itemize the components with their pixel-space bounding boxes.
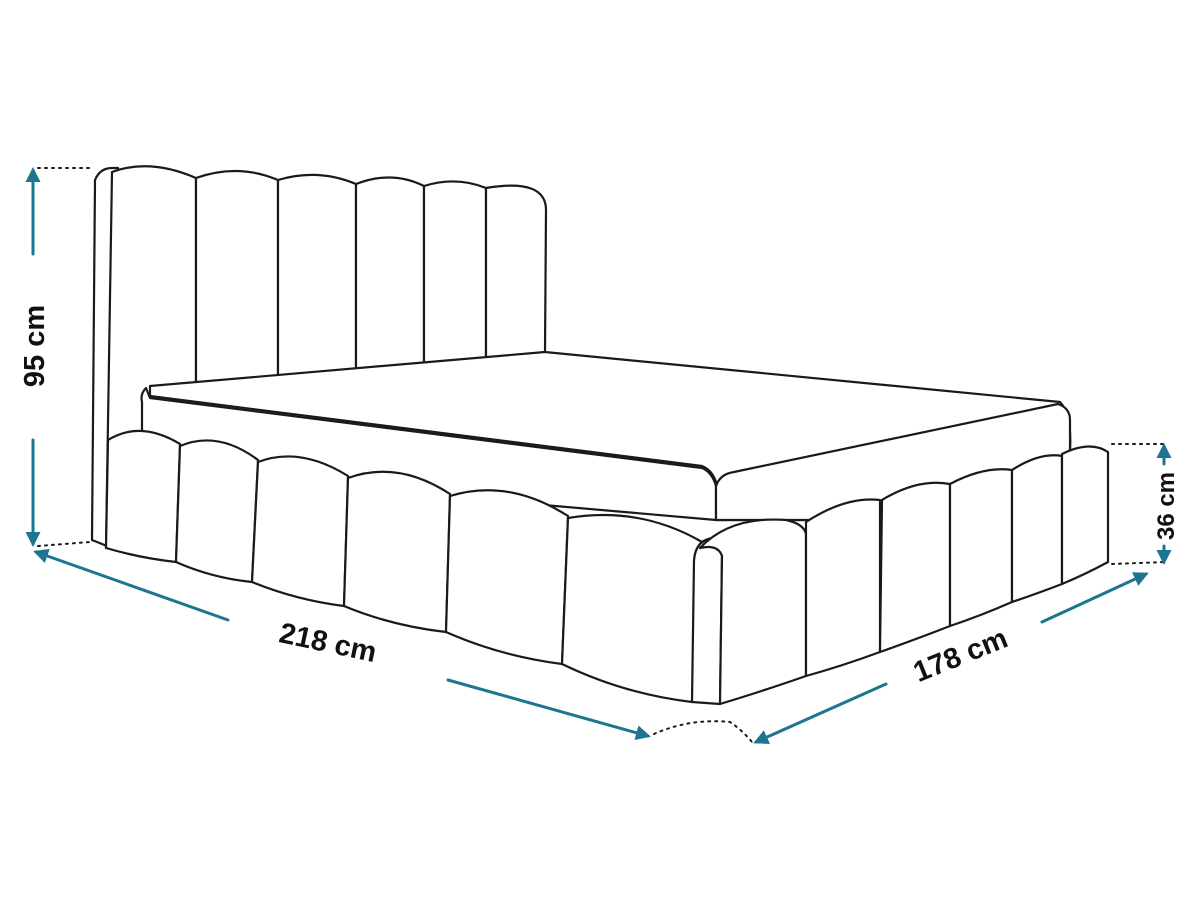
base-short-segment-2 [804, 498, 882, 678]
base-long-segment-2 [174, 439, 260, 584]
headboard-panel-2 [194, 169, 280, 386]
headboard-panel-4 [354, 176, 426, 376]
label-length: 218 cm [276, 617, 379, 669]
headboard-panel-5 [422, 180, 488, 370]
extension-bottom-left [37, 541, 91, 547]
length-arrow-right [446, 678, 651, 740]
bed-base-long-side [104, 429, 704, 704]
width-arrow-left [753, 682, 888, 744]
base-long-segment-3 [250, 455, 350, 608]
base-short-segment-3 [878, 481, 952, 654]
headboard-panel-3 [276, 173, 358, 382]
extension-bottom-foot [1111, 561, 1167, 565]
length-arrow-left [33, 548, 230, 622]
base-long-segment-6 [560, 513, 704, 704]
base-corner-cap [690, 536, 724, 706]
base-short-segment-6 [1060, 445, 1110, 586]
headboard [90, 165, 548, 550]
bed-base-short-side [690, 445, 1110, 706]
base-long-segment-4 [342, 470, 452, 634]
headboard-panel-6 [484, 184, 548, 364]
width-arrow-right [1040, 572, 1149, 624]
label-base-height: 36 cm [1153, 472, 1180, 540]
extension-bottom-corner [653, 720, 753, 743]
base-long-segment-1 [104, 429, 182, 564]
dimension-arrows [25, 167, 1172, 744]
base-long-segment-5 [444, 489, 570, 666]
base-short-segment-4 [948, 468, 1014, 628]
label-headboard-height: 95 cm [19, 305, 51, 387]
base-short-segment-5 [1010, 454, 1064, 604]
